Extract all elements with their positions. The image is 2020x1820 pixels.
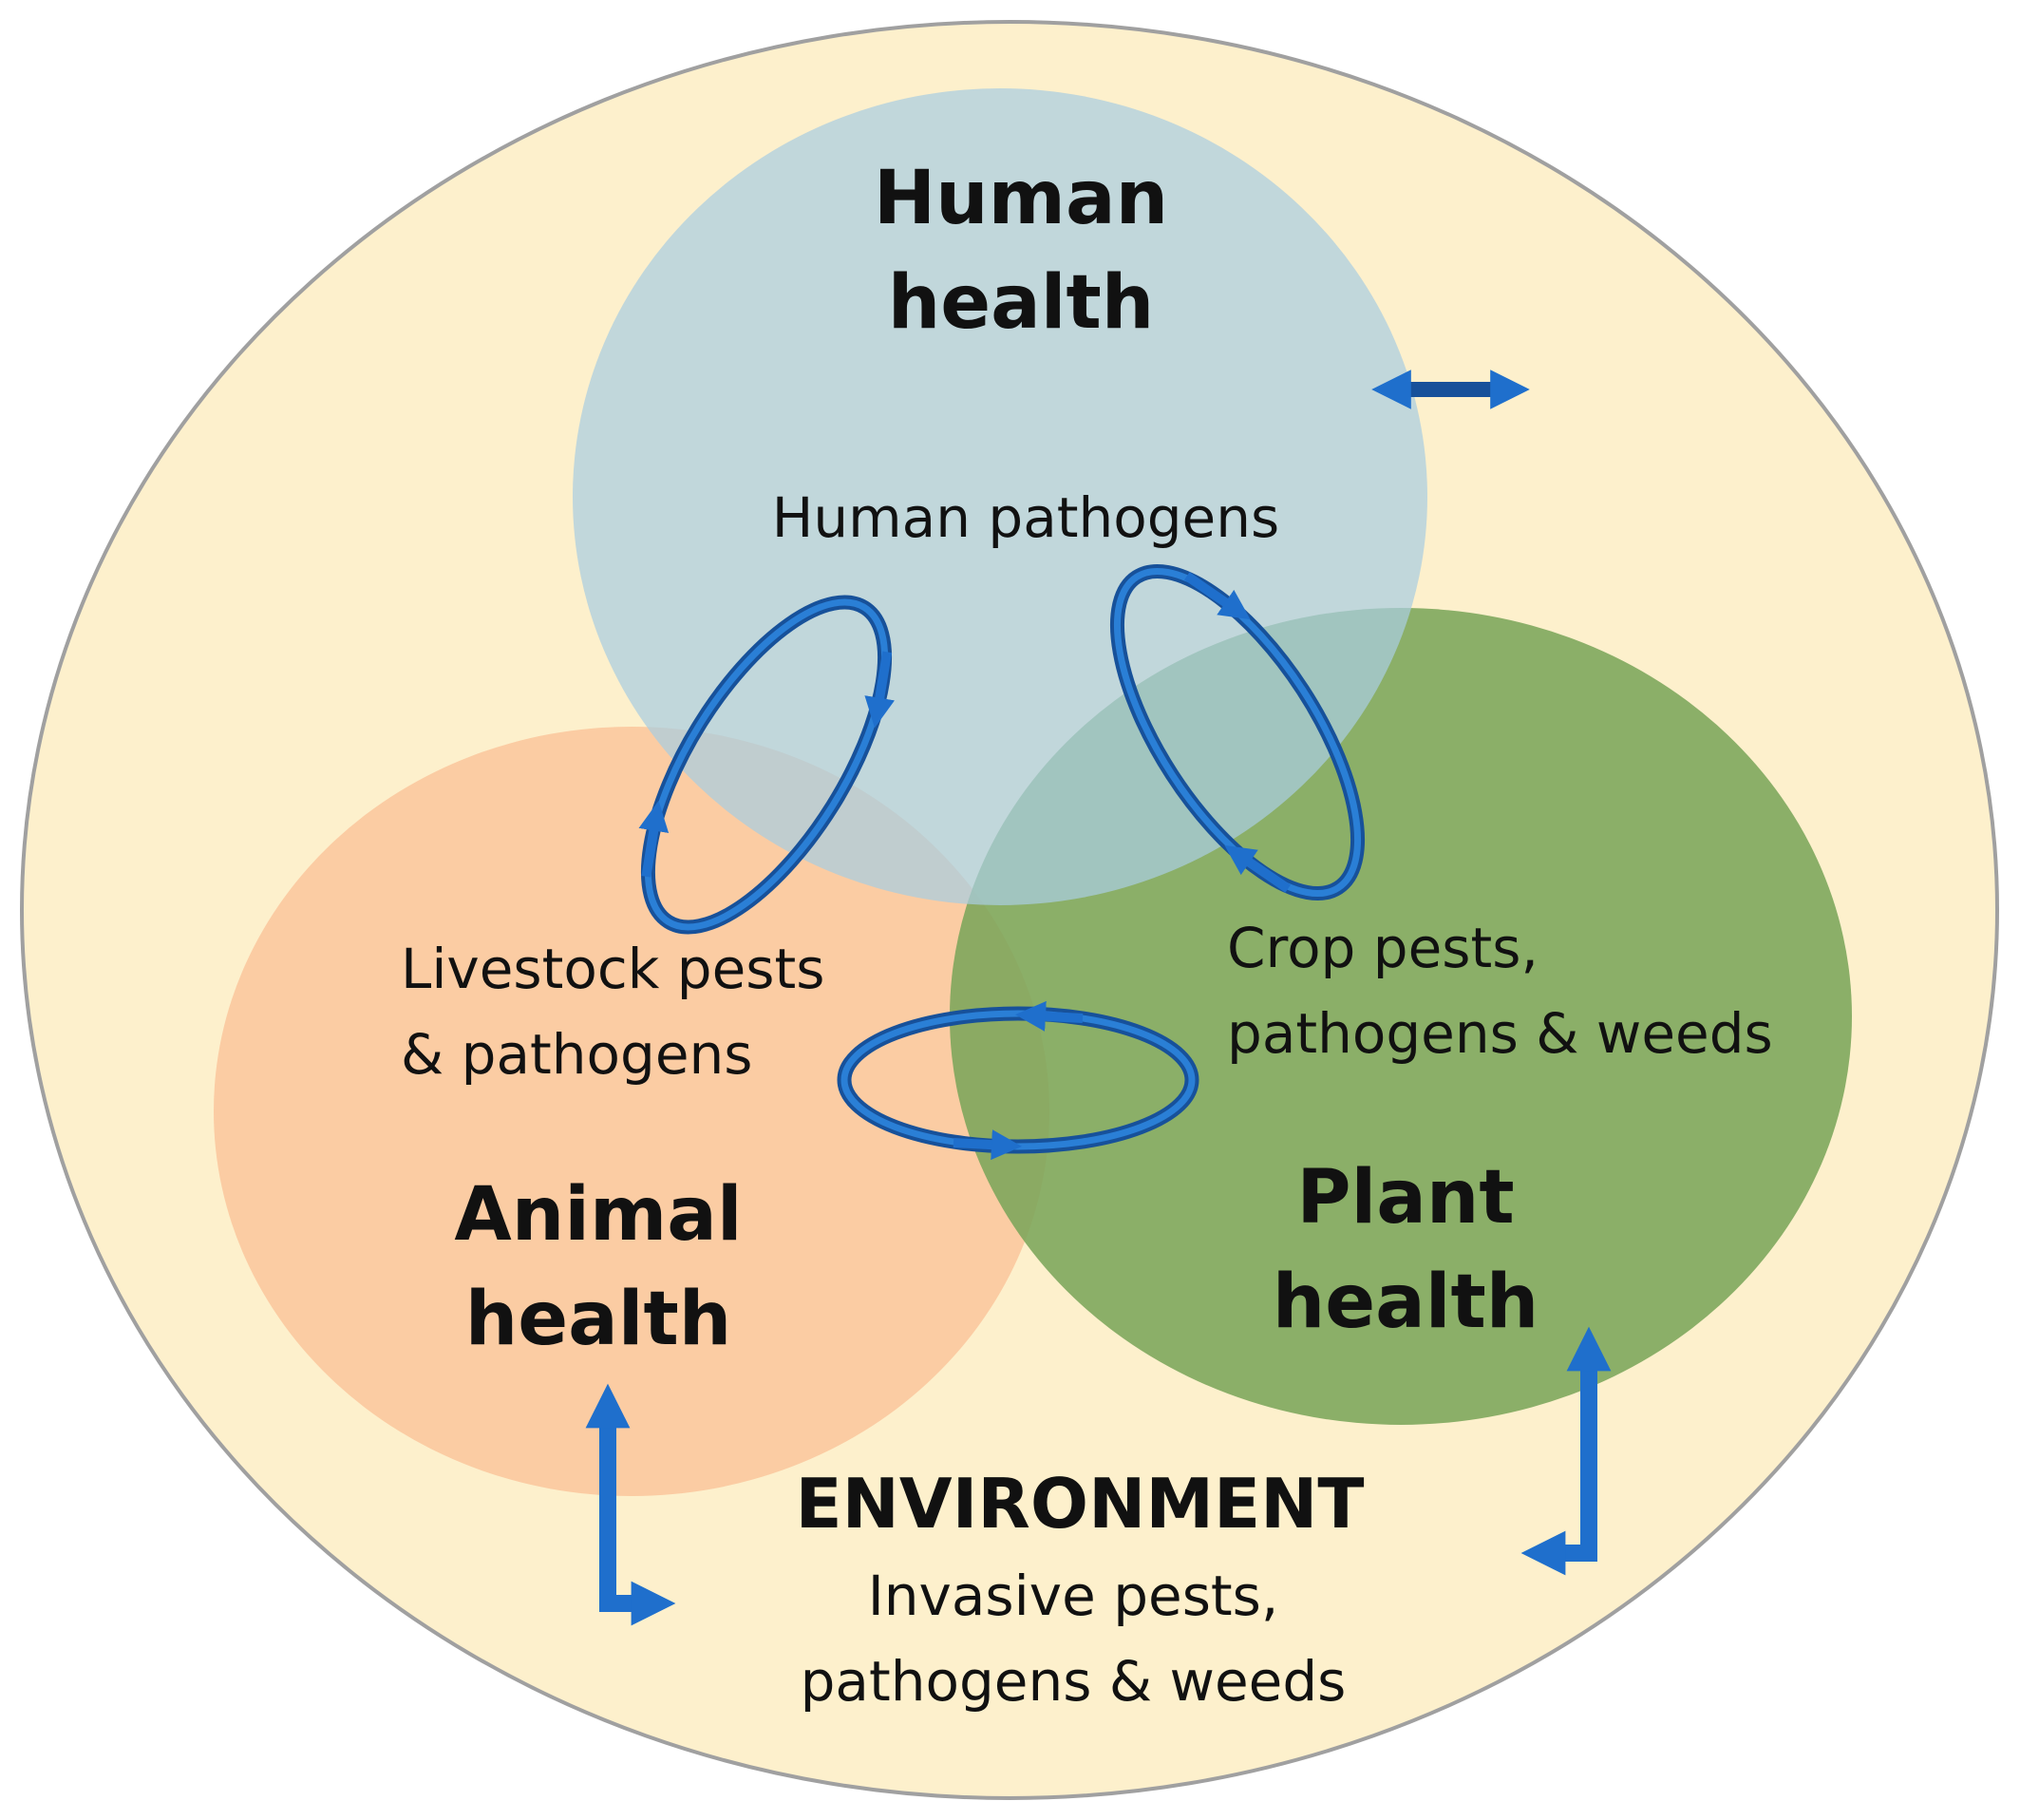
livestock-label-line1: Livestock pests [401, 937, 824, 1001]
environment-title: ENVIRONMENT [795, 1464, 1364, 1544]
livestock-label-line2: & pathogens [401, 1022, 753, 1087]
human-health-circle [573, 88, 1427, 905]
plant-health-title-line1: Plant [1296, 1155, 1514, 1241]
cycle-arrow-animal-plant-icon [837, 1000, 1199, 1161]
invasive-label-line1: Invasive pests, [868, 1564, 1279, 1628]
human-health-title-line1: Human [874, 156, 1168, 241]
animal-health-circle [214, 727, 1049, 1496]
animal-health-title-line1: Animal [454, 1172, 742, 1258]
cycle-arrow-human-plant-icon [1109, 563, 1366, 901]
animal-health-title-line2: health [465, 1277, 732, 1362]
invasive-label-line2: pathogens & weeds [801, 1649, 1347, 1714]
crop-label-line2: pathogens & weeds [1227, 1001, 1773, 1066]
human-health-title-line2: health [888, 260, 1155, 346]
human-pathogens-label: Human pathogens [772, 485, 1279, 550]
elbow-arrow-plant-environment-icon [1520, 1326, 1612, 1576]
plant-health-title-line2: health [1273, 1260, 1539, 1345]
elbow-arrow-animal-environment-icon [585, 1383, 676, 1626]
cycle-arrow-human-animal-icon [638, 595, 895, 935]
crop-label-line1: Crop pests, [1227, 916, 1539, 980]
